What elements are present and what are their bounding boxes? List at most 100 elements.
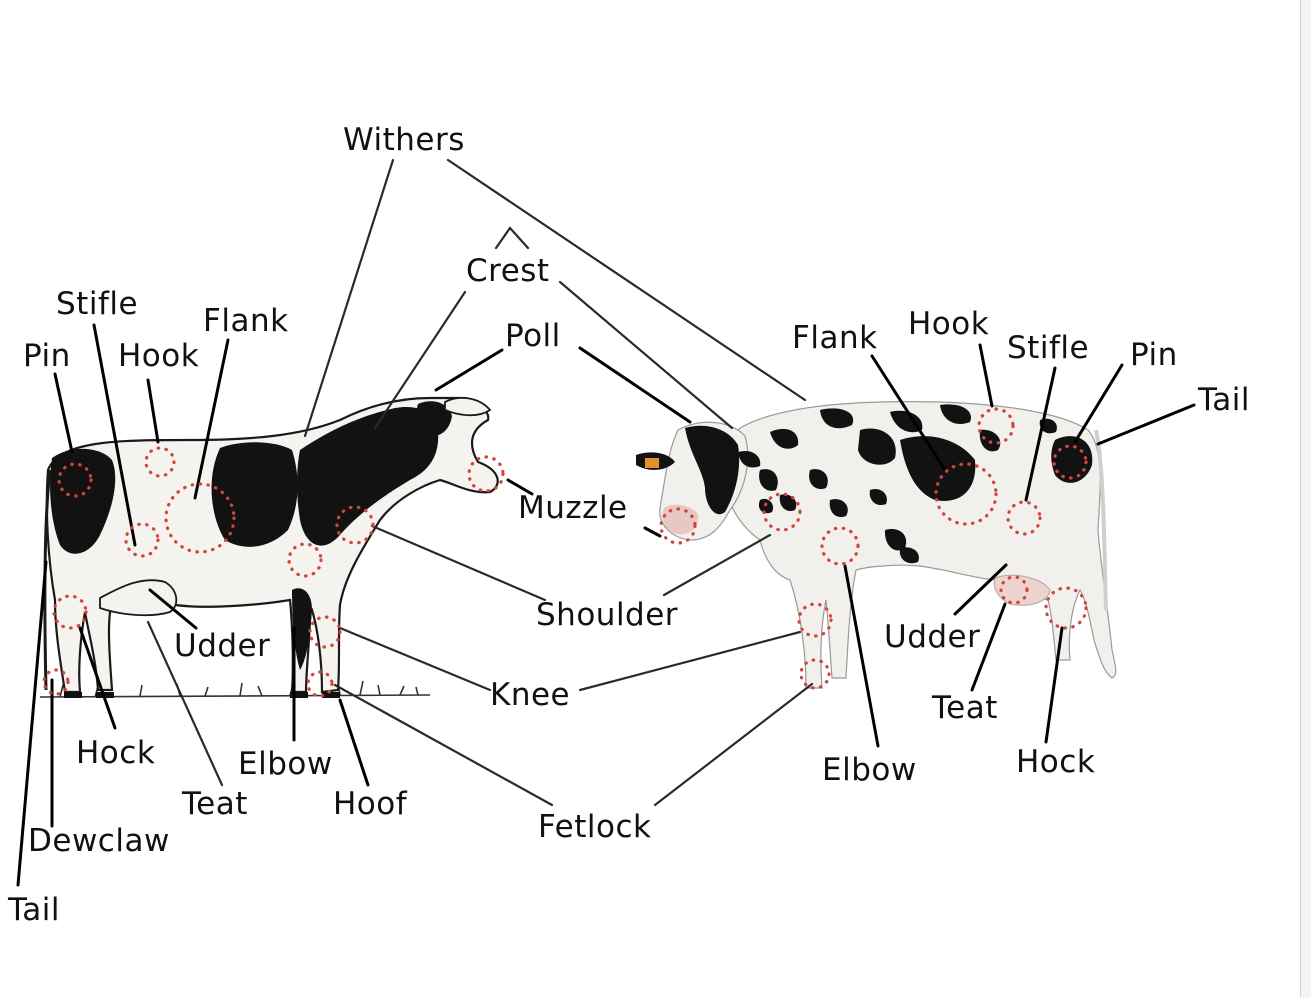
label-right-hook: Hook	[908, 306, 989, 342]
leader-left-flank	[193, 338, 230, 500]
leader-right-tail	[1096, 403, 1196, 446]
leader-right-udder	[953, 563, 1008, 616]
leader-left-pin	[53, 372, 74, 454]
marker-left-dewclaw	[42, 668, 70, 696]
marker-left-hook	[144, 446, 176, 478]
label-left-hock: Hock	[76, 735, 155, 771]
labels-shared: Withers Crest Poll Muzzle Shoulder Knee …	[343, 122, 678, 845]
leader-right-elbow	[843, 564, 880, 748]
marker-right-knee	[797, 602, 833, 638]
label-muzzle: Muzzle	[518, 490, 628, 526]
label-crest: Crest	[466, 253, 550, 289]
label-right-udder: Udder	[884, 619, 980, 655]
marker-right-flank	[934, 462, 998, 526]
marker-left-stifle	[124, 522, 160, 558]
leader-left-tail	[16, 560, 48, 887]
labels-right-cow: Flank Hook Stifle Pin Tail Udder Teat Ho…	[792, 306, 1250, 788]
label-left-elbow: Elbow	[238, 746, 333, 782]
label-fetlock: Fetlock	[538, 809, 651, 845]
marker-right-stifle	[1006, 500, 1042, 536]
leader-shoulder-right	[662, 533, 772, 597]
photo-udder	[993, 574, 1051, 606]
label-left-flank: Flank	[203, 303, 289, 339]
right-edge-strip	[1300, 0, 1311, 997]
photo-face-black	[685, 425, 740, 515]
leader-crest-bracket	[494, 226, 530, 250]
leader-right-teat	[970, 602, 1007, 692]
leader-fetlock-left	[333, 683, 554, 807]
marker-right-elbow	[820, 526, 860, 566]
leader-left-hock	[78, 626, 117, 730]
photo-ear-tag	[645, 458, 659, 468]
label-left-pin: Pin	[23, 338, 71, 374]
leader-knee-right	[578, 630, 802, 692]
marker-right-hook	[977, 407, 1015, 445]
marker-right-hock	[1044, 586, 1088, 630]
label-right-pin: Pin	[1130, 337, 1178, 373]
photo-tail	[1094, 429, 1108, 611]
leader-shoulder-left	[370, 524, 547, 602]
marker-left-shoulder	[335, 505, 375, 545]
leader-left-stifle	[92, 323, 137, 547]
photo-spots	[758, 404, 1093, 564]
photo-ear-right	[738, 450, 761, 468]
leader-right-stifle	[1024, 366, 1057, 502]
label-right-tail: Tail	[1197, 382, 1250, 418]
label-right-teat: Teat	[931, 690, 998, 726]
leader-left-hoof	[338, 698, 370, 787]
sketch-patch-rump	[50, 448, 116, 554]
sketch-patch-head	[416, 401, 452, 437]
leader-poll-left	[434, 348, 504, 392]
marker-left-knee	[308, 615, 342, 649]
leader-left-teat	[146, 620, 224, 787]
marker-right-pin	[1052, 444, 1088, 480]
marker-right-shoulder	[762, 492, 802, 532]
label-right-elbow: Elbow	[822, 752, 917, 788]
label-left-stifle: Stifle	[56, 286, 138, 322]
label-poll: Poll	[505, 318, 561, 354]
marker-left-pin	[57, 462, 93, 498]
leader-fetlock-right	[653, 682, 814, 807]
sketch-patch-neck	[297, 406, 439, 546]
leader-crest-right	[558, 280, 734, 430]
leader-right-flank	[870, 354, 947, 472]
leader-left-udder	[148, 588, 198, 630]
label-left-teat: Teat	[181, 786, 248, 822]
label-knee: Knee	[490, 677, 570, 713]
leader-knee-left	[338, 626, 492, 692]
sketch-patch-leg	[292, 588, 312, 670]
leader-withers-right	[446, 158, 807, 402]
leader-muzzle-right	[643, 526, 662, 538]
sketch-patch-mid	[211, 442, 298, 547]
label-right-flank: Flank	[792, 320, 878, 356]
marker-left-hock	[52, 594, 88, 630]
leader-poll-right	[578, 346, 692, 424]
label-left-hook: Hook	[118, 338, 199, 374]
marker-circles	[42, 407, 1088, 698]
sketch-ear	[444, 396, 492, 417]
leader-muzzle-left	[506, 478, 534, 496]
label-withers: Withers	[343, 122, 465, 158]
label-left-tail: Tail	[7, 892, 60, 928]
label-shoulder: Shoulder	[536, 597, 678, 633]
leader-lines	[16, 158, 1196, 887]
leader-crest-left	[373, 290, 467, 430]
marker-left-elbow	[287, 542, 323, 578]
marker-left-muzzle	[467, 455, 505, 493]
sketch-udder	[99, 579, 178, 617]
photo-cow-illustration	[636, 400, 1117, 689]
leader-right-hook	[978, 343, 994, 408]
labels-left-cow: Stifle Flank Pin Hook Udder Hock Elbow T…	[7, 286, 408, 928]
label-right-hock: Hock	[1016, 744, 1095, 780]
label-left-dewclaw: Dewclaw	[28, 823, 170, 859]
leader-right-pin	[1073, 363, 1124, 444]
label-right-stifle: Stifle	[1007, 330, 1089, 366]
label-left-hoof: Hoof	[333, 786, 408, 822]
sketch-cow-illustration	[39, 396, 499, 698]
marker-right-teat	[999, 575, 1029, 605]
marker-right-muzzle	[659, 507, 697, 545]
marker-left-fetlock	[306, 670, 334, 698]
marker-left-flank	[164, 482, 236, 554]
